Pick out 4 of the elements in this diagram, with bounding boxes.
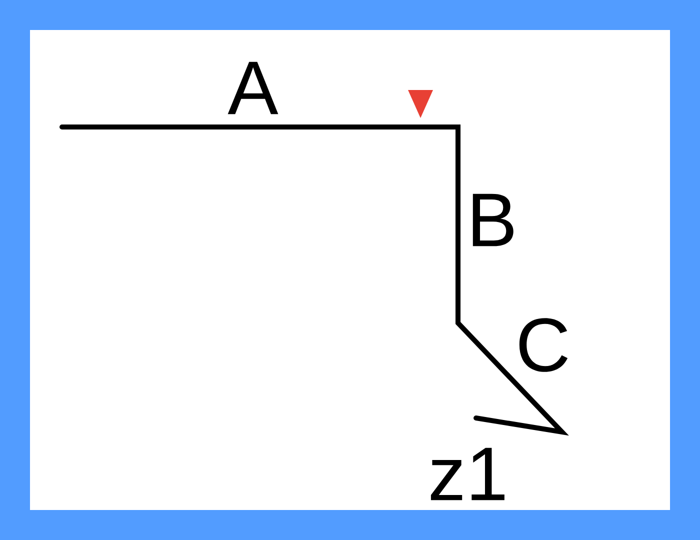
segment-label: B: [472, 194, 514, 246]
segment-label: z1: [430, 448, 504, 500]
segment-label: A: [228, 62, 278, 114]
segment-label: C: [519, 318, 568, 372]
